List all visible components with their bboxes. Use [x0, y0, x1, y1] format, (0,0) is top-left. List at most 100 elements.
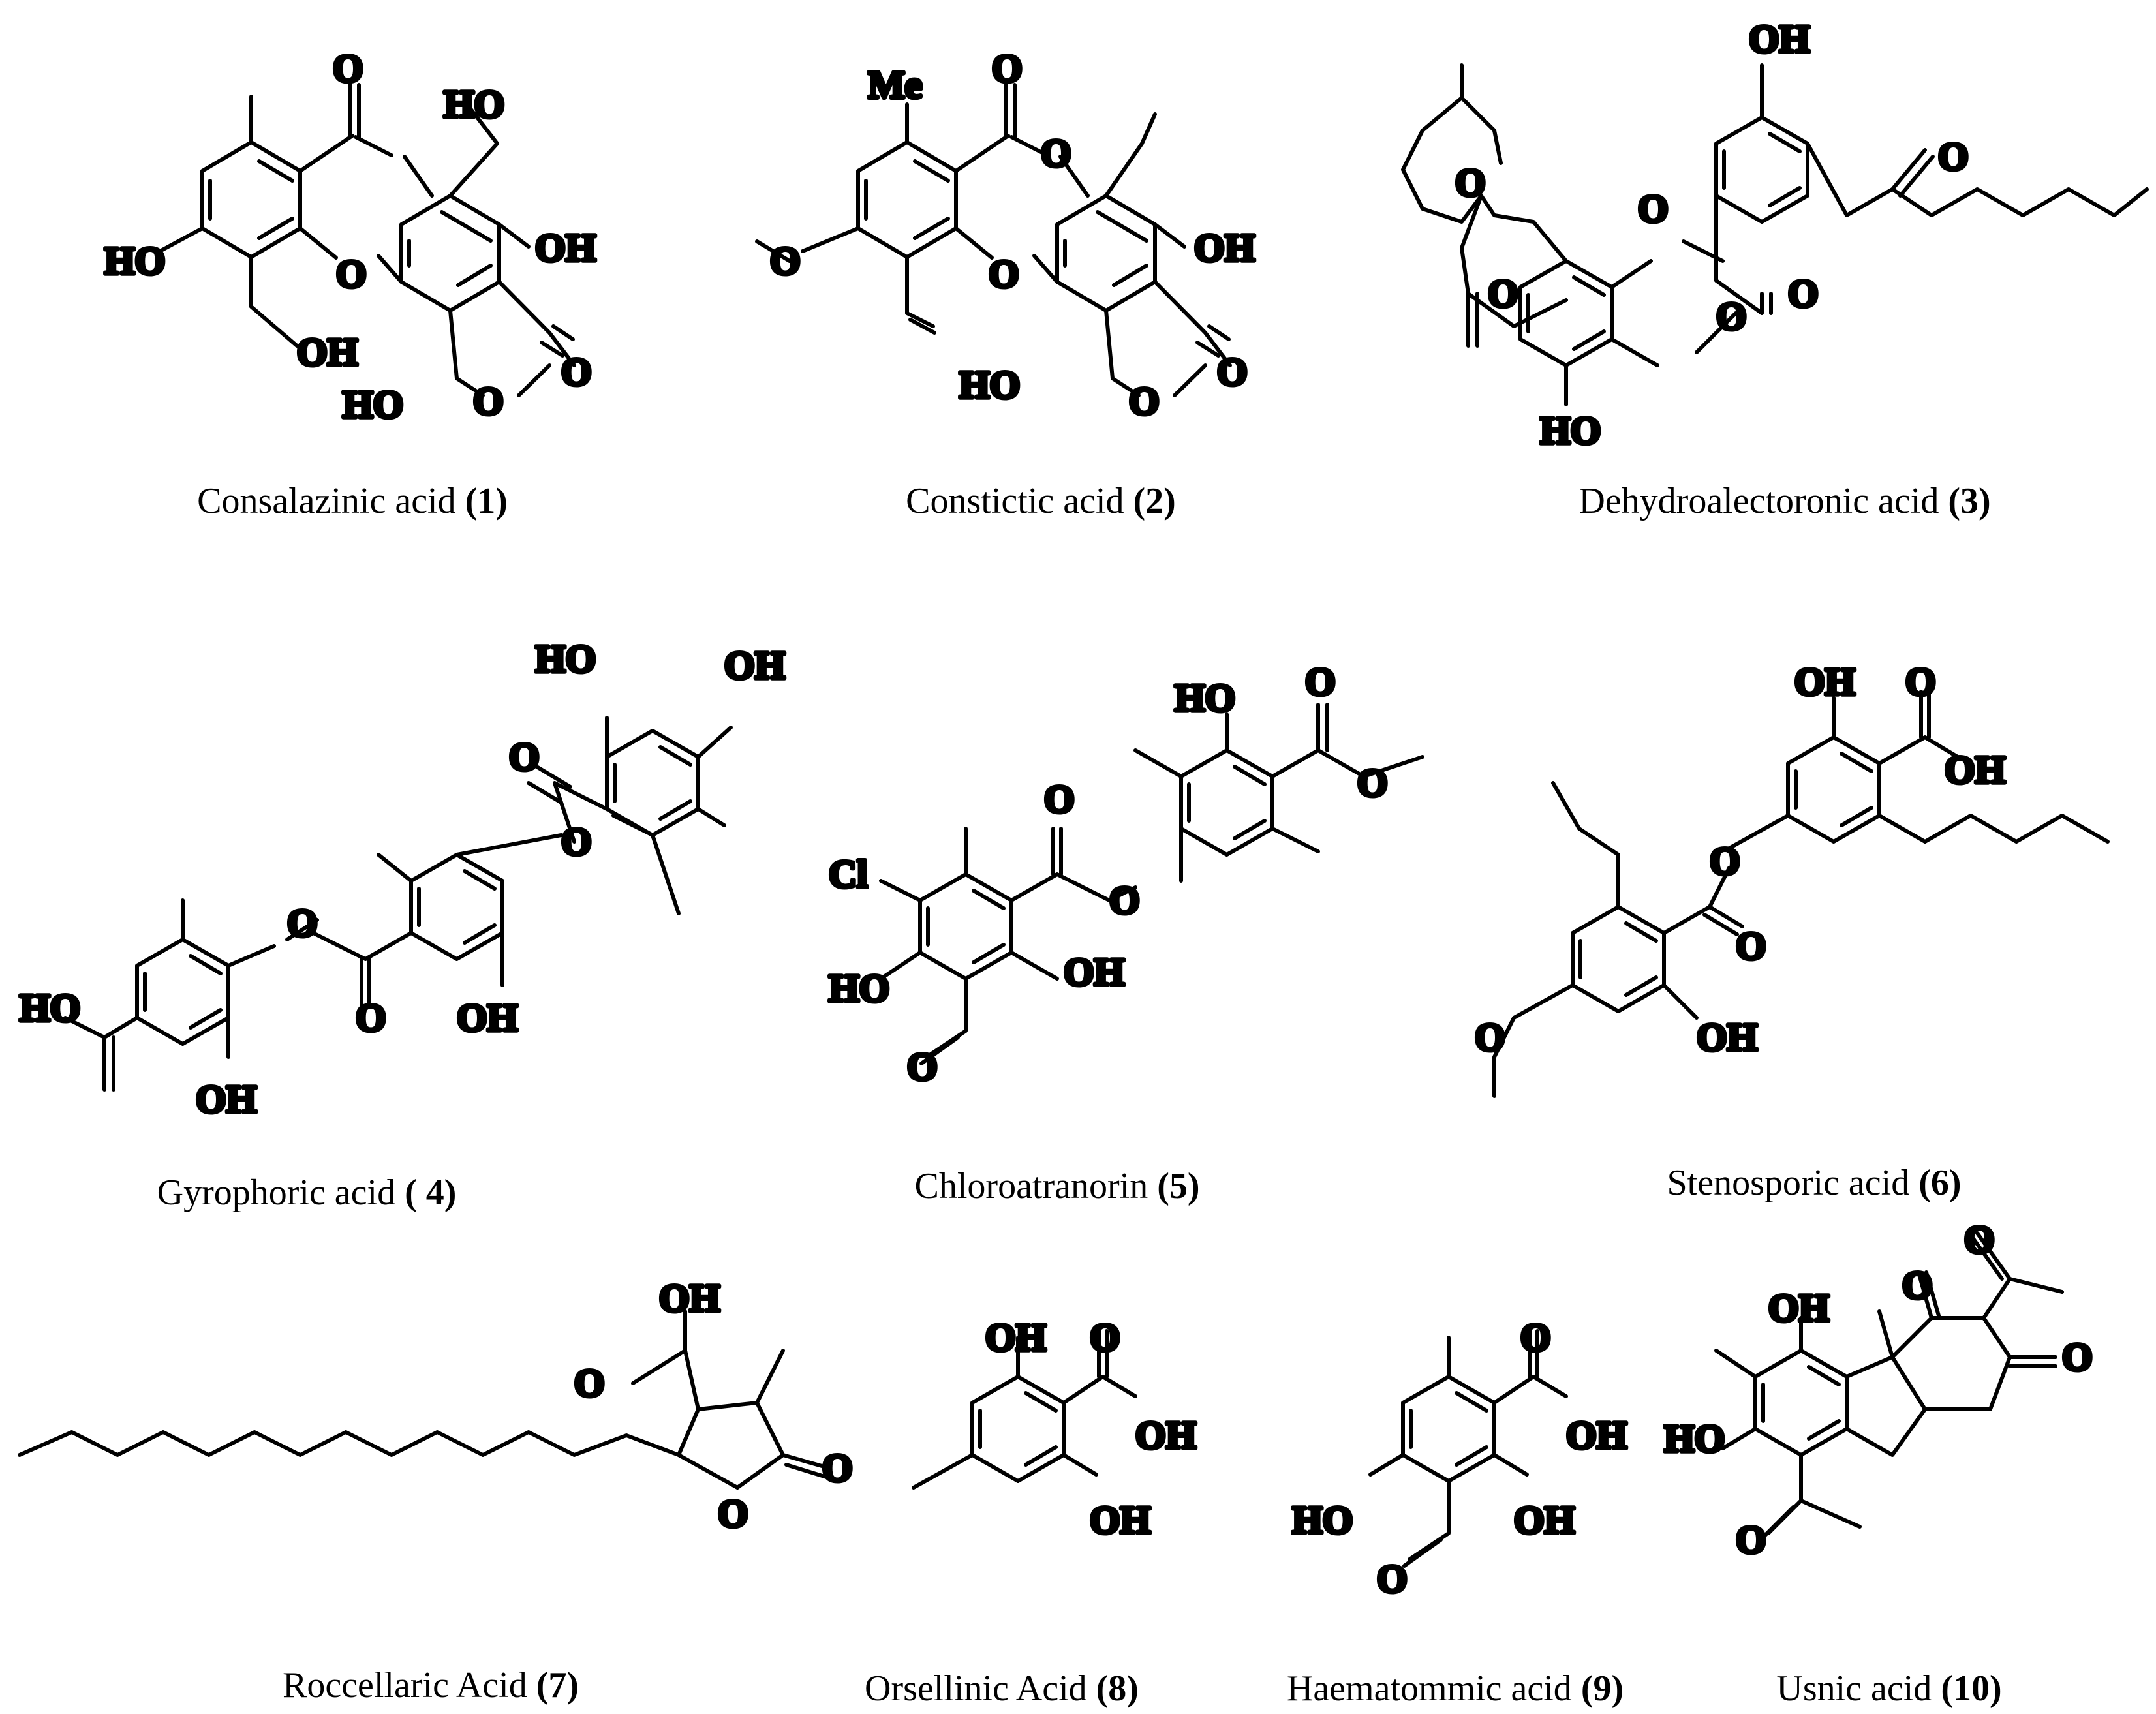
caption-dehydroalectoronic-acid: Dehydroalectoronic acid (3) — [1578, 483, 1990, 519]
atom-label: O — [1716, 295, 1747, 338]
structure-roccellaric-acid — [18, 1309, 831, 1490]
atom-label: HO — [444, 83, 504, 126]
atom-label: O — [1788, 272, 1819, 315]
atom-label: OH — [985, 1316, 1046, 1359]
atom-label: OH — [1064, 951, 1124, 994]
atom-label: OH — [659, 1277, 720, 1320]
compound-number: (5) — [1157, 1166, 1200, 1206]
atom-label: OH — [1794, 660, 1855, 703]
atom-label: O — [822, 1446, 853, 1490]
atom-label: O — [1638, 187, 1669, 230]
compound-name: Usnic acid — [1776, 1668, 1932, 1709]
compound-name: Consalazinic acid — [197, 481, 456, 521]
caption-chloroatranorin: Chloroatranorin (5) — [915, 1168, 1200, 1204]
structure-consalazinic-acid — [158, 80, 576, 397]
compound-number: (2) — [1133, 481, 1176, 521]
structure-orsellinic-acid — [912, 1329, 1137, 1490]
compound-name: Dehydroalectoronic acid — [1578, 481, 1939, 521]
atom-label: O — [287, 902, 318, 945]
compound-name: Stenosporic acid — [1667, 1163, 1910, 1203]
atom-label: O — [2062, 1336, 2093, 1379]
compound-number: ( 4) — [405, 1172, 457, 1213]
atom-label: OH — [297, 331, 358, 374]
compound-name: Haematommic acid — [1286, 1668, 1572, 1709]
atom-label: OH — [1135, 1414, 1196, 1457]
atom-label: O — [1520, 1316, 1551, 1359]
atom-label: OH — [1090, 1499, 1150, 1542]
atom-label: O — [1357, 761, 1388, 804]
atom-label: OH — [1566, 1414, 1627, 1457]
atom-label: OH — [1768, 1287, 1829, 1330]
atom-label: O — [574, 1362, 605, 1405]
atom-label: O — [356, 996, 386, 1039]
atom-label: HO — [535, 637, 596, 681]
atom-label: OH — [196, 1078, 256, 1121]
atom-label: O — [1736, 1518, 1766, 1561]
atom-label: HO — [20, 987, 80, 1030]
atom-label: O — [1217, 350, 1248, 393]
atom-label: OH — [457, 996, 517, 1039]
atom-label: O — [336, 253, 367, 296]
structure-haematommic-acid — [1368, 1329, 1568, 1568]
caption-consalazinic-acid: Consalazinic acid (1) — [197, 483, 508, 519]
atom-label: O — [992, 47, 1023, 90]
atom-label: O — [1044, 778, 1075, 821]
compound-number: (8) — [1096, 1668, 1139, 1709]
caption-haematommic-acid: Haematommic acid (9) — [1287, 1670, 1624, 1707]
caption-constictic-acid: Constictic acid (2) — [906, 483, 1176, 519]
atom-label: O — [1041, 132, 1071, 175]
compound-name: Chloroatranorin — [914, 1166, 1148, 1206]
compound-number: (7) — [536, 1665, 579, 1706]
atom-label: O — [1377, 1557, 1408, 1600]
atom-label: O — [1129, 380, 1160, 423]
atom-label: O — [1488, 272, 1518, 315]
atom-label: OH — [1194, 226, 1255, 269]
compound-name: Orsellinic Acid — [865, 1668, 1087, 1709]
atom-label: O — [1710, 840, 1740, 883]
structure-usnic-acid — [1714, 1231, 2064, 1542]
caption-stenosporic-acid: Stenosporic acid (6) — [1667, 1165, 1962, 1201]
atom-label: O — [333, 47, 363, 90]
atom-label: HO — [829, 967, 889, 1010]
compound-number: (9) — [1580, 1668, 1624, 1709]
compound-name: Gyrophoric acid — [157, 1172, 396, 1213]
atom-label: O — [718, 1492, 748, 1535]
atom-label: Cl — [829, 853, 868, 896]
atom-label: O — [907, 1045, 938, 1088]
atom-label: HO — [1540, 409, 1601, 452]
atom-label: O — [989, 253, 1019, 296]
atom-label: O — [561, 350, 592, 393]
compound-number: (3) — [1948, 481, 1991, 521]
atom-label: HO — [1175, 677, 1235, 720]
compound-number: (6) — [1918, 1163, 1962, 1203]
atom-label: O — [1455, 161, 1486, 204]
atom-label: HO — [959, 363, 1020, 406]
atom-label: OH — [1514, 1499, 1575, 1542]
atom-label: O — [509, 735, 540, 778]
structure-dehydroalectoronic-acid — [1401, 63, 2149, 406]
atom-label: O — [770, 239, 801, 283]
atom-label: HO — [343, 383, 403, 426]
atom-label: HO — [104, 239, 165, 283]
compound-number: (10) — [1941, 1668, 2002, 1709]
compound-name: Roccellaric Acid — [282, 1665, 527, 1706]
atom-label: O — [473, 380, 504, 423]
compound-number: (1) — [465, 481, 508, 521]
atom-label: OH — [1697, 1016, 1757, 1059]
atom-label: O — [1938, 135, 1969, 178]
atom-label: O — [1109, 879, 1140, 922]
atom-label: O — [1964, 1218, 1995, 1261]
compound-name: Constictic acid — [906, 481, 1124, 521]
atom-label: OH — [1945, 748, 2005, 791]
atom-label: O — [1475, 1016, 1505, 1059]
atom-label: OH — [1749, 18, 1810, 61]
atom-label: O — [1090, 1316, 1120, 1359]
atom-label: O — [1305, 660, 1336, 703]
caption-gyrophoric-acid: Gyrophoric acid ( 4) — [157, 1174, 457, 1211]
atom-label: HO — [1664, 1417, 1725, 1460]
structure-stenosporic-acid — [1492, 690, 2110, 1098]
caption-roccellaric-acid: Roccellaric Acid (7) — [283, 1667, 579, 1704]
atom-label: O — [1902, 1264, 1933, 1307]
atom-label: O — [1736, 925, 1766, 968]
